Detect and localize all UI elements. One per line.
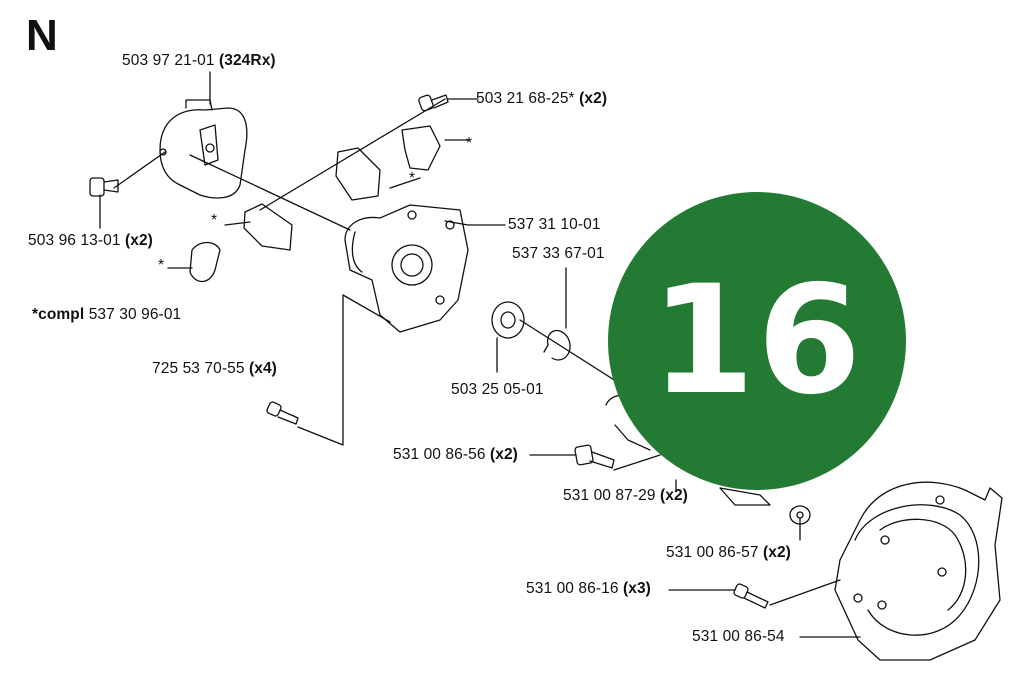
part-label: 503 25 05-01 xyxy=(451,381,544,399)
part-qty: (x4) xyxy=(248,360,277,377)
part-number: 537 33 67-01 xyxy=(512,245,605,262)
asterisk-marker: * xyxy=(466,135,473,152)
part-number: 531 00 86-56 xyxy=(393,446,486,463)
cover-part xyxy=(159,99,248,199)
part-qty: (x2) xyxy=(579,90,608,107)
part-qty: (x2) xyxy=(489,446,518,463)
part-label: 725 53 70-55 (x4) xyxy=(152,360,277,378)
kit-note-prefix: *compl xyxy=(32,306,85,323)
kit-note-number: 537 30 96-01 xyxy=(88,306,182,323)
part-qty: (324Rx) xyxy=(218,52,276,69)
bearing-part xyxy=(491,301,525,339)
part-label: 531 00 86-56 (x2) xyxy=(393,446,518,464)
part-number: 725 53 70-55 xyxy=(152,360,245,377)
part-label: 531 00 87-29 (x2) xyxy=(563,487,688,505)
part-number: 503 96 13-01 xyxy=(28,232,121,249)
page-number: 16 xyxy=(650,254,864,428)
part-qty: (x3) xyxy=(622,580,651,597)
screw-part-5 xyxy=(733,583,769,609)
part-label: 537 31 10-01 xyxy=(508,216,601,234)
part-number: 537 31 10-01 xyxy=(508,216,601,233)
asterisk-marker: * xyxy=(158,257,165,274)
part-number: 531 00 86-54 xyxy=(692,628,785,645)
screw-part xyxy=(89,177,119,197)
part-qty: (x2) xyxy=(659,487,688,504)
section-letter: N xyxy=(26,11,58,60)
screw-part-3 xyxy=(266,401,299,425)
part-label: 531 00 86-16 (x3) xyxy=(526,580,651,598)
part-label: 503 96 13-01 (x2) xyxy=(28,232,153,250)
part-qty: (x2) xyxy=(762,544,791,561)
asterisk-marker: * xyxy=(409,170,416,187)
page-number-badge: 16 xyxy=(608,192,906,490)
part-number: 503 97 21-01 xyxy=(122,52,215,69)
part-number: 503 21 68-25* xyxy=(476,90,575,107)
part-label: 531 00 86-54 xyxy=(692,628,785,646)
part-label: 503 21 68-25* (x2) xyxy=(476,90,607,108)
gear-housing-part xyxy=(344,204,469,333)
part-label: 537 33 67-01 xyxy=(512,245,605,263)
guard-housing-part xyxy=(834,481,1003,661)
part-number: 503 25 05-01 xyxy=(451,381,544,398)
washer-part xyxy=(789,505,811,525)
kit-note: *compl 537 30 96-01 xyxy=(32,306,181,324)
screw-part-2 xyxy=(418,94,449,112)
part-label: 503 97 21-01 (324Rx) xyxy=(122,52,276,70)
part-number: 531 00 86-16 xyxy=(526,580,619,597)
asterisk-marker: * xyxy=(211,212,218,229)
part-qty: (x2) xyxy=(124,232,153,249)
part-label: 531 00 86-57 (x2) xyxy=(666,544,791,562)
leader-lines xyxy=(99,71,861,638)
circlip-part xyxy=(543,329,571,361)
screw-part-4 xyxy=(574,444,615,469)
clamp-parts xyxy=(189,125,441,283)
part-number: 531 00 87-29 xyxy=(563,487,656,504)
part-number: 531 00 86-57 xyxy=(666,544,759,561)
